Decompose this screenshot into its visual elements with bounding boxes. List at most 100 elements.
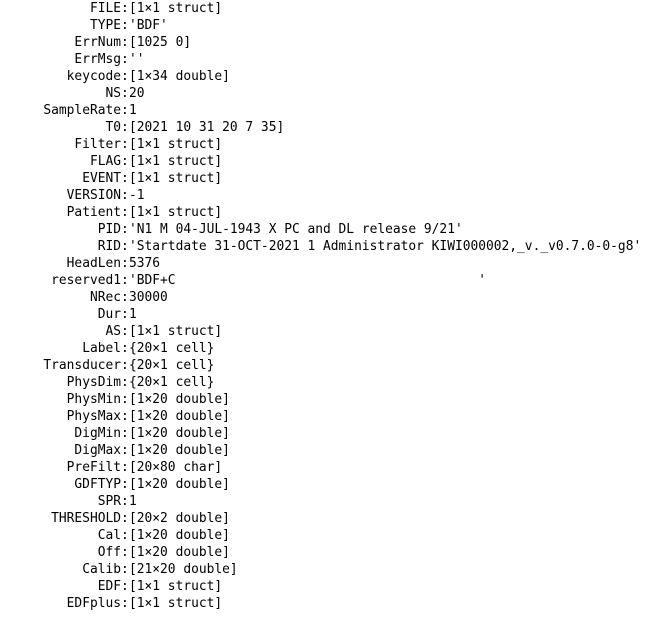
field-separator: : <box>121 545 129 560</box>
field-value: [1×1 struct] <box>129 154 223 169</box>
field-separator: : <box>121 562 129 577</box>
field-name: GDFTYP <box>74 477 121 492</box>
field-separator: : <box>121 341 129 356</box>
struct-field-row: Filter:[1×1 struct] <box>0 136 663 153</box>
field-separator: : <box>121 171 129 186</box>
field-name: DigMin <box>74 426 121 441</box>
struct-field-row: Cal:[1×20 double] <box>0 527 663 544</box>
field-separator: : <box>121 205 129 220</box>
field-name: EDF <box>97 579 121 594</box>
field-value: 20 <box>129 86 145 101</box>
field-separator: : <box>121 154 129 169</box>
field-name: EVENT <box>82 171 121 186</box>
field-value: [1×1 struct] <box>129 137 223 152</box>
field-value: 'BDF' <box>129 18 168 33</box>
field-separator: : <box>121 443 129 458</box>
field-value: 'BDF+C ' <box>129 273 486 288</box>
field-value: {20×1 cell} <box>129 341 215 356</box>
struct-field-row: EDFplus:[1×1 struct] <box>0 595 663 612</box>
field-separator: : <box>121 222 129 237</box>
field-name: DigMax <box>74 443 121 458</box>
field-value: 5376 <box>129 256 161 271</box>
struct-field-row: PreFilt:[20×80 char] <box>0 459 663 476</box>
field-name: T0 <box>105 120 121 135</box>
struct-field-row: SPR:1 <box>0 493 663 510</box>
field-separator: : <box>121 86 129 101</box>
field-name: NRec <box>89 290 121 305</box>
field-separator: : <box>121 137 129 152</box>
field-value: [1×1 struct] <box>129 596 223 611</box>
field-name: SampleRate <box>43 103 121 118</box>
field-value: [20×80 char] <box>129 460 223 475</box>
struct-field-row: reserved1:'BDF+C ' <box>0 272 663 289</box>
field-value: 'Startdate 31-OCT-2021 1 Administrator K… <box>129 239 642 254</box>
field-value: [1×20 double] <box>129 545 230 560</box>
field-value: [1×20 double] <box>129 528 230 543</box>
field-name: NS <box>105 86 121 101</box>
struct-field-row: Dur:1 <box>0 306 663 323</box>
struct-field-row: Off:[1×20 double] <box>0 544 663 561</box>
struct-field-row: TYPE:'BDF' <box>0 17 663 34</box>
field-separator: : <box>121 494 129 509</box>
field-name: Calib <box>82 562 121 577</box>
struct-field-row: PhysDim:{20×1 cell} <box>0 374 663 391</box>
field-value: 1 <box>129 307 137 322</box>
struct-field-row: ErrNum:[1025 0] <box>0 34 663 51</box>
field-separator: : <box>121 256 129 271</box>
struct-field-row: DigMin:[1×20 double] <box>0 425 663 442</box>
field-value: [1×1 struct] <box>129 324 223 339</box>
field-value: [1×1 struct] <box>129 205 223 220</box>
field-name: keycode <box>66 69 121 84</box>
field-value: [1×34 double] <box>129 69 230 84</box>
field-separator: : <box>121 307 129 322</box>
field-value: '' <box>129 52 145 67</box>
field-name: FLAG <box>89 154 121 169</box>
field-separator: : <box>121 69 129 84</box>
struct-field-row: FLAG:[1×1 struct] <box>0 153 663 170</box>
field-value: [2021 10 31 20 7 35] <box>129 120 285 135</box>
field-value: -1 <box>129 188 145 203</box>
field-name: RID <box>97 239 121 254</box>
field-name: VERSION <box>66 188 121 203</box>
struct-field-row: RID:'Startdate 31-OCT-2021 1 Administrat… <box>0 238 663 255</box>
field-separator: : <box>121 358 129 373</box>
field-value: [1×20 double] <box>129 392 230 407</box>
field-value: [21×20 double] <box>129 562 238 577</box>
field-name: PID <box>97 222 121 237</box>
field-separator: : <box>121 188 129 203</box>
field-name: HeadLen <box>66 256 121 271</box>
field-separator: : <box>121 52 129 67</box>
field-name: SPR <box>97 494 121 509</box>
field-separator: : <box>121 409 129 424</box>
struct-field-row: FILE:[1×1 struct] <box>0 0 663 17</box>
field-separator: : <box>121 290 129 305</box>
field-value: 1 <box>129 494 137 509</box>
field-value: [20×2 double] <box>129 511 230 526</box>
field-name: Filter <box>74 137 121 152</box>
field-value: [1×20 double] <box>129 477 230 492</box>
field-name: PhysMin <box>66 392 121 407</box>
field-separator: : <box>121 239 129 254</box>
struct-field-row: EVENT:[1×1 struct] <box>0 170 663 187</box>
field-separator: : <box>121 273 129 288</box>
field-separator: : <box>121 477 129 492</box>
struct-field-row: AS:[1×1 struct] <box>0 323 663 340</box>
field-name: TYPE <box>89 18 121 33</box>
struct-field-row: NRec:30000 <box>0 289 663 306</box>
struct-field-row: Transducer:{20×1 cell} <box>0 357 663 374</box>
field-value: [1×1 struct] <box>129 171 223 186</box>
field-separator: : <box>121 120 129 135</box>
field-value: [1×20 double] <box>129 426 230 441</box>
struct-field-row: PhysMax:[1×20 double] <box>0 408 663 425</box>
field-value: [1×20 double] <box>129 409 230 424</box>
field-value: [1×1 struct] <box>129 1 223 16</box>
field-name: Label <box>82 341 121 356</box>
struct-field-row: EDF:[1×1 struct] <box>0 578 663 595</box>
struct-field-row: ErrMsg:'' <box>0 51 663 68</box>
field-separator: : <box>121 1 129 16</box>
field-separator: : <box>121 460 129 475</box>
field-name: Patient <box>66 205 121 220</box>
field-name: ErrNum <box>74 35 121 50</box>
field-separator: : <box>121 596 129 611</box>
